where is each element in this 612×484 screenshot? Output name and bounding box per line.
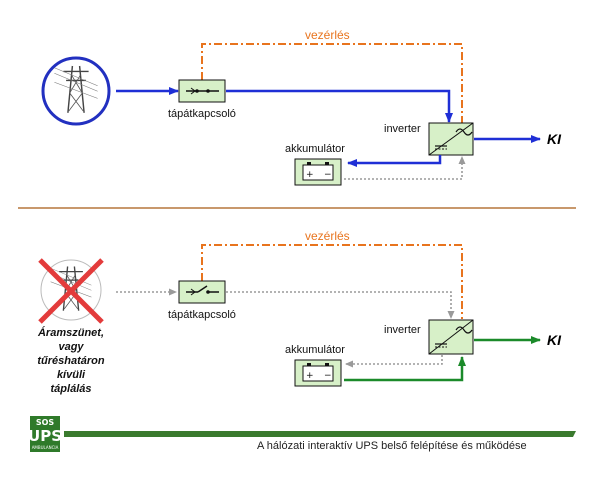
svg-text:−: −	[324, 371, 332, 381]
sos-ups-logo: SOS UPS AMBULANCIA	[30, 416, 60, 452]
control-line	[201, 43, 463, 123]
charge-flow-arrow	[347, 155, 442, 167]
outage-line: táplálás	[50, 383, 92, 395]
footer-stripe	[64, 431, 576, 437]
idle-charge-line	[345, 355, 443, 368]
idle-return-line	[344, 156, 466, 180]
figure-caption: A hálózati interaktív UPS belső felépíté…	[257, 440, 527, 452]
outage-line: tűréshatáron	[37, 355, 105, 367]
switch-label: tápátkapcsoló	[168, 108, 236, 120]
transfer-switch-icon	[178, 280, 226, 304]
control-label: vezérlés	[305, 28, 350, 42]
outage-caption: Áramszünet, vagy tűréshatáron kívüli táp…	[18, 326, 124, 396]
svg-text:−: −	[324, 170, 332, 180]
logo-top: SOS	[36, 418, 55, 427]
logo-sub: AMBULANCIA	[32, 445, 59, 450]
idle-bypass-line	[226, 291, 455, 319]
inverter-icon	[428, 122, 474, 156]
svg-text:+: +	[306, 170, 314, 180]
logo-main: UPS	[30, 427, 60, 445]
control-line	[201, 244, 463, 319]
svg-text:+: +	[306, 371, 314, 381]
bottom-diagram: + −	[38, 244, 541, 387]
inverter-label: inverter	[384, 123, 421, 135]
outage-line: Áramszünet,	[37, 327, 105, 339]
battery-label: akkumulátor	[285, 143, 345, 155]
outage-line: kívüli	[56, 369, 86, 381]
control-label: vezérlés	[305, 229, 350, 243]
mains-source-icon	[41, 56, 111, 126]
output-label: KI	[547, 131, 561, 147]
transfer-switch-icon	[178, 79, 226, 103]
battery-icon: + −	[294, 359, 342, 387]
mains-outage-icon	[38, 258, 104, 324]
outage-line: vagy	[58, 341, 84, 353]
top-diagram: + −	[41, 43, 541, 186]
inverter-label: inverter	[384, 324, 421, 336]
discharge-flow-arrow	[344, 356, 466, 382]
output-label: KI	[547, 332, 561, 348]
switch-label: tápátkapcsoló	[168, 309, 236, 321]
battery-label: akkumulátor	[285, 344, 345, 356]
battery-icon: + −	[294, 158, 342, 186]
inverter-icon	[428, 319, 474, 355]
bypass-flow-arrow	[226, 89, 453, 123]
